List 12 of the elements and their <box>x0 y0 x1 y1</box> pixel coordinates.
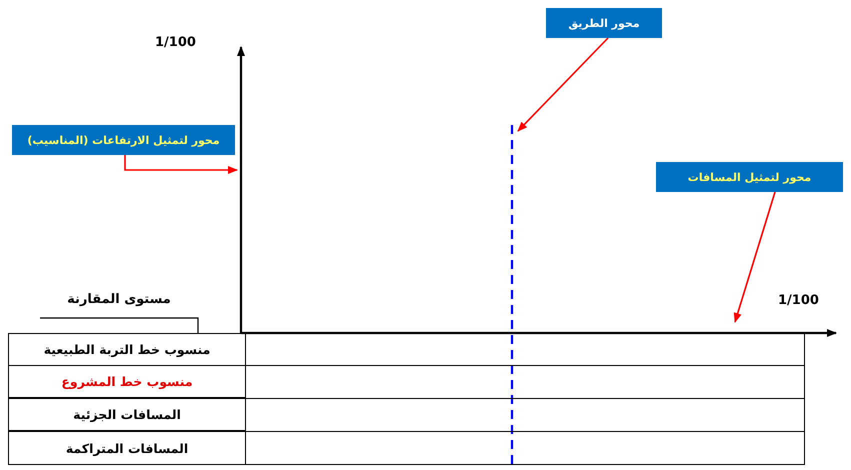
table-cell: منسوب خط المشروع <box>8 365 246 398</box>
table-cell: المسافات المتراكمة <box>8 431 246 465</box>
table-cell: المسافات الجزئية <box>8 398 246 431</box>
scale-label: 1/100 <box>778 293 819 308</box>
arrow <box>734 192 776 323</box>
reference-level-label: مستوى المقارنة <box>66 292 172 307</box>
callout-box: محور لتمثيل المسافات <box>656 162 843 192</box>
arrow <box>124 155 238 174</box>
arrow <box>517 37 609 132</box>
scale-label: 1/100 <box>155 35 196 50</box>
callout-box: محور لتمثيل الارتفاعات (المناسيب) <box>12 125 235 155</box>
callout-box: محور الطريق <box>546 8 662 38</box>
